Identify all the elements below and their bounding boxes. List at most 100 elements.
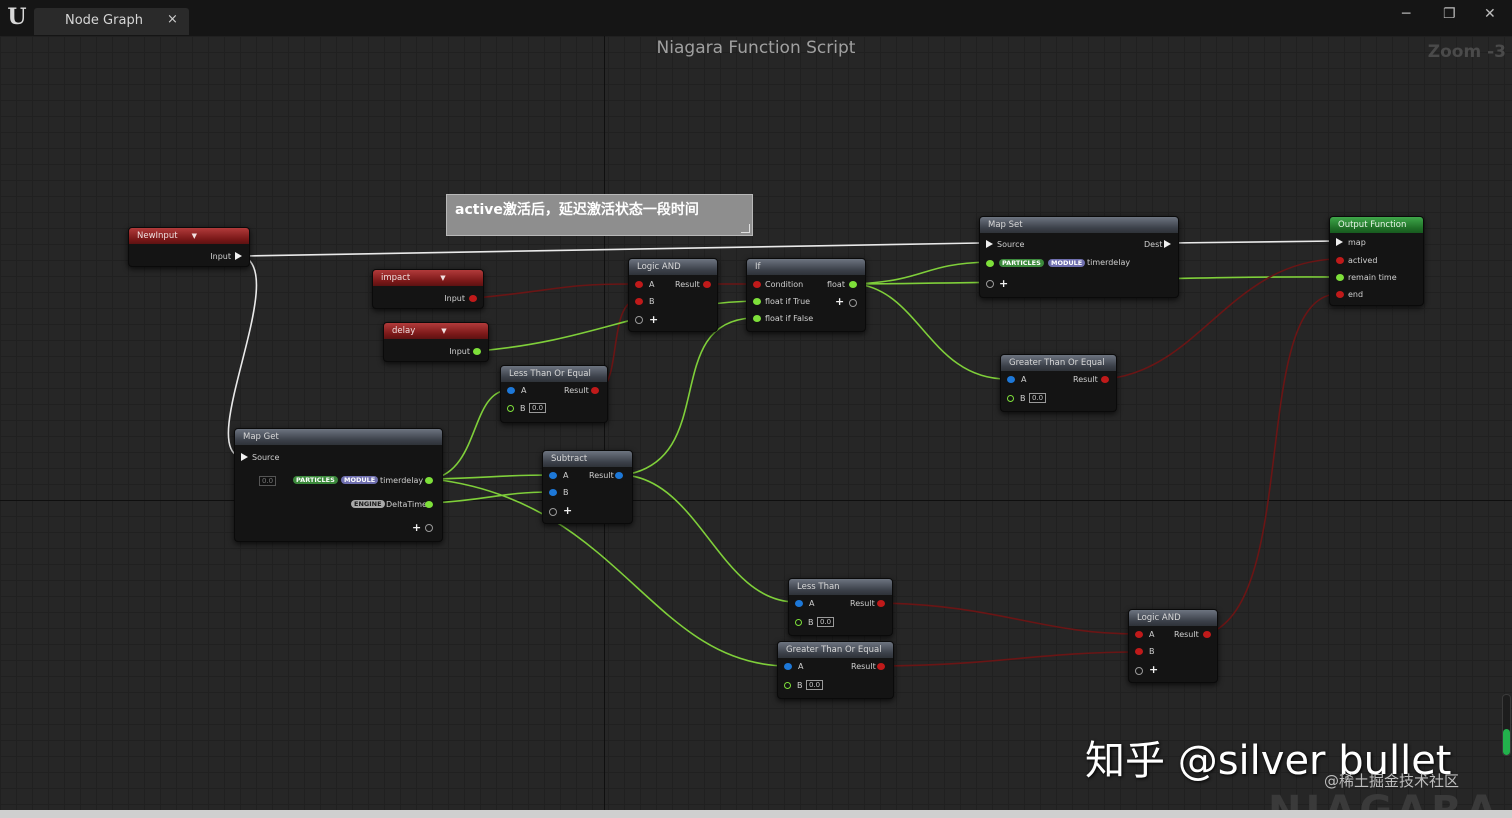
- number-pin-icon[interactable]: [615, 472, 623, 479]
- node-header[interactable]: NewInput▼: [129, 228, 249, 244]
- close-icon[interactable]: ×: [167, 12, 178, 27]
- exec-pin-icon[interactable]: [1164, 240, 1171, 248]
- number-pin-icon[interactable]: [1007, 376, 1015, 383]
- chevron-down-icon[interactable]: ▼: [191, 232, 197, 240]
- number-pin-icon[interactable]: [549, 472, 557, 479]
- pin-label: Source: [252, 453, 280, 462]
- node-less-than[interactable]: Less Than A Result B 0.0: [788, 578, 893, 636]
- chevron-down-icon[interactable]: ▼: [441, 327, 447, 335]
- node-header[interactable]: Less Than Or Equal: [501, 366, 607, 382]
- number-pin-icon[interactable]: [549, 489, 557, 496]
- bool-pin-icon[interactable]: [635, 298, 643, 305]
- value-input[interactable]: 0.0: [817, 617, 835, 627]
- plus-icon[interactable]: +: [999, 277, 1009, 290]
- node-header[interactable]: impact▼: [373, 270, 483, 286]
- node-header[interactable]: Greater Than Or Equal: [778, 642, 893, 658]
- plus-icon[interactable]: +: [835, 295, 845, 308]
- float-pin-icon[interactable]: [986, 260, 994, 267]
- bool-pin-icon[interactable]: [635, 281, 643, 288]
- chevron-down-icon[interactable]: ▼: [440, 274, 446, 282]
- bool-pin-icon[interactable]: [703, 281, 711, 288]
- float-pin-icon[interactable]: [425, 501, 433, 508]
- vertical-scrollbar[interactable]: [1502, 694, 1511, 756]
- bool-pin-icon[interactable]: [469, 295, 477, 302]
- node-header[interactable]: Output Function: [1330, 217, 1423, 233]
- exec-pin-icon[interactable]: [235, 252, 242, 260]
- float-pin-icon[interactable]: [1007, 395, 1014, 402]
- float-pin-icon[interactable]: [507, 405, 514, 412]
- add-pin-icon[interactable]: [549, 508, 557, 516]
- node-greater-than-or-equal-2[interactable]: Greater Than Or Equal A Result B 0.0: [777, 641, 894, 699]
- node-impact[interactable]: impact▼ Input: [372, 269, 484, 309]
- node-header[interactable]: Map Get: [235, 429, 442, 445]
- bool-pin-icon[interactable]: [1336, 291, 1344, 298]
- float-pin-icon[interactable]: [1336, 274, 1344, 281]
- add-pin-icon[interactable]: [849, 299, 857, 307]
- float-pin-icon[interactable]: [753, 298, 761, 305]
- plus-icon[interactable]: +: [1149, 663, 1159, 676]
- pin-label: DeltaTime: [386, 500, 427, 509]
- minimize-button[interactable]: ─: [1402, 6, 1411, 22]
- add-pin-icon[interactable]: [986, 280, 994, 288]
- bool-pin-icon[interactable]: [1203, 631, 1211, 638]
- node-output-function[interactable]: Output Function map actived remain time …: [1329, 216, 1424, 306]
- node-less-than-or-equal[interactable]: Less Than Or Equal A Result B 0.0: [500, 365, 608, 423]
- node-subtract[interactable]: Subtract A Result B +: [542, 450, 633, 524]
- bool-pin-icon[interactable]: [753, 281, 761, 288]
- float-pin-icon[interactable]: [473, 348, 481, 355]
- node-logic-and-2[interactable]: Logic AND A Result B +: [1128, 609, 1218, 683]
- bool-pin-icon[interactable]: [1135, 631, 1143, 638]
- node-newinput[interactable]: NewInput▼ Input: [128, 227, 250, 267]
- plus-icon[interactable]: +: [563, 504, 573, 517]
- plus-icon[interactable]: +: [412, 521, 422, 534]
- value-input[interactable]: 0.0: [1029, 393, 1047, 403]
- float-pin-icon[interactable]: [784, 682, 791, 689]
- number-pin-icon[interactable]: [795, 600, 803, 607]
- float-pin-icon[interactable]: [849, 281, 857, 288]
- node-greater-than-or-equal-1[interactable]: Greater Than Or Equal A Result B 0.0: [1000, 354, 1117, 412]
- node-header[interactable]: Logic AND: [629, 259, 717, 275]
- float-pin-icon[interactable]: [425, 477, 433, 484]
- graph-canvas[interactable]: Niagara Function Script Zoom -3 NIAGARA …: [0, 36, 1512, 810]
- bool-pin-icon[interactable]: [591, 387, 599, 394]
- node-header[interactable]: Map Set: [980, 217, 1178, 233]
- juejin-watermark: @稀土掘金技术社区: [1324, 772, 1460, 790]
- bool-pin-icon[interactable]: [1336, 257, 1344, 264]
- add-pin-icon[interactable]: [425, 524, 433, 532]
- value-input[interactable]: 0.0: [529, 403, 547, 413]
- add-pin-icon[interactable]: [635, 316, 643, 324]
- float-pin-icon[interactable]: [753, 315, 761, 322]
- bool-pin-icon[interactable]: [877, 663, 885, 670]
- resize-handle-icon[interactable]: [741, 224, 750, 233]
- node-header[interactable]: Greater Than Or Equal: [1001, 355, 1116, 371]
- exec-pin-icon[interactable]: [986, 240, 993, 248]
- node-header[interactable]: If: [747, 259, 865, 275]
- node-header[interactable]: delay▼: [384, 323, 488, 339]
- add-pin-icon[interactable]: [1135, 667, 1143, 675]
- node-if[interactable]: If Condition float float if True + float…: [746, 258, 866, 332]
- node-header[interactable]: Logic AND: [1129, 610, 1217, 626]
- node-map-set[interactable]: Map Set Source Dest PARTICLES MODULE tim…: [979, 216, 1179, 298]
- restore-button[interactable]: ❐: [1443, 6, 1456, 22]
- scrollbar-thumb[interactable]: [1503, 729, 1510, 755]
- node-logic-and-1[interactable]: Logic AND A Result B +: [628, 258, 718, 332]
- number-pin-icon[interactable]: [784, 663, 792, 670]
- number-pin-icon[interactable]: [507, 387, 515, 394]
- tab-node-graph[interactable]: Node Graph ×: [34, 8, 189, 35]
- bool-pin-icon[interactable]: [1101, 376, 1109, 383]
- comment-box[interactable]: active激活后，延迟激活状态一段时间: [446, 194, 753, 236]
- node-map-get[interactable]: Map Get Source 0.0 PARTICLES MODULE time…: [234, 428, 443, 542]
- float-pin-icon[interactable]: [795, 619, 802, 626]
- exec-pin-icon[interactable]: [1336, 238, 1343, 246]
- pin-label: B: [563, 488, 569, 497]
- window-close-button[interactable]: ✕: [1484, 6, 1496, 22]
- default-value-input[interactable]: 0.0: [259, 476, 277, 486]
- node-header[interactable]: Less Than: [789, 579, 892, 595]
- plus-icon[interactable]: +: [649, 313, 659, 326]
- value-input[interactable]: 0.0: [806, 680, 824, 690]
- node-header[interactable]: Subtract: [543, 451, 632, 467]
- exec-pin-icon[interactable]: [241, 453, 248, 461]
- bool-pin-icon[interactable]: [877, 600, 885, 607]
- node-delay[interactable]: delay▼ Input: [383, 322, 489, 362]
- bool-pin-icon[interactable]: [1135, 648, 1143, 655]
